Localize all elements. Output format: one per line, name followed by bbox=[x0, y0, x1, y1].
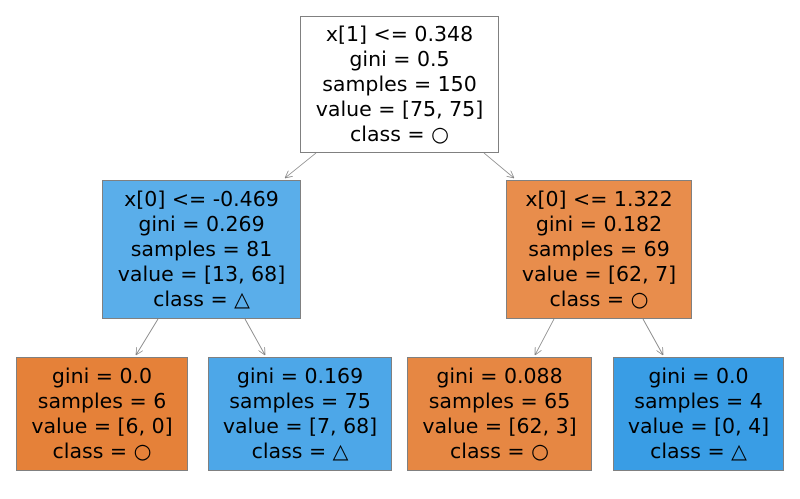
node-value: value = [13, 68] bbox=[117, 262, 286, 286]
edge-left-leftleft bbox=[136, 318, 159, 355]
tree-leaf-left-left: gini = 0.0 samples = 6 value = [6, 0] cl… bbox=[16, 357, 188, 471]
node-class: class = ○ bbox=[52, 439, 152, 463]
node-value: value = [75, 75] bbox=[315, 97, 484, 121]
tree-node-right: x[0] <= 1.322 gini = 0.182 samples = 69 … bbox=[506, 180, 692, 319]
node-samples: samples = 65 bbox=[428, 389, 571, 413]
node-value: value = [62, 3] bbox=[422, 414, 577, 438]
node-split: x[0] <= 1.322 bbox=[525, 187, 673, 211]
node-value: value = [6, 0] bbox=[31, 414, 173, 438]
node-class: class = △ bbox=[650, 439, 747, 463]
node-gini: gini = 0.182 bbox=[535, 212, 663, 236]
tree-leaf-right-right: gini = 0.0 samples = 4 value = [0, 4] cl… bbox=[613, 357, 784, 471]
node-samples: samples = 81 bbox=[130, 237, 273, 261]
node-samples: samples = 150 bbox=[322, 72, 477, 96]
edge-root-right bbox=[483, 152, 514, 178]
node-samples: samples = 69 bbox=[528, 237, 670, 261]
tree-node-root: x[1] <= 0.348 gini = 0.5 samples = 150 v… bbox=[300, 16, 499, 153]
node-class: class = ○ bbox=[549, 287, 649, 311]
node-class: class = ○ bbox=[350, 122, 449, 146]
edge-right-rightright bbox=[642, 318, 663, 355]
node-gini: gini = 0.0 bbox=[648, 364, 749, 388]
node-gini: gini = 0.5 bbox=[349, 47, 450, 71]
node-split: x[1] <= 0.348 bbox=[325, 22, 474, 46]
tree-node-left: x[0] <= -0.469 gini = 0.269 samples = 81… bbox=[102, 180, 301, 319]
node-samples: samples = 75 bbox=[229, 389, 371, 413]
node-class: class = △ bbox=[251, 439, 349, 463]
edge-root-left bbox=[285, 152, 317, 178]
tree-leaf-right-left: gini = 0.088 samples = 65 value = [62, 3… bbox=[407, 357, 592, 471]
node-gini: gini = 0.0 bbox=[51, 364, 153, 388]
node-gini: gini = 0.169 bbox=[236, 364, 364, 388]
node-gini: gini = 0.088 bbox=[436, 364, 563, 388]
node-samples: samples = 4 bbox=[634, 389, 763, 413]
tree-leaf-left-right: gini = 0.169 samples = 75 value = [7, 68… bbox=[208, 357, 392, 471]
edge-right-rightleft bbox=[535, 318, 555, 355]
node-class: class = ○ bbox=[450, 439, 549, 463]
node-split: x[0] <= -0.469 bbox=[124, 187, 279, 211]
node-class: class = △ bbox=[153, 287, 250, 311]
node-value: value = [7, 68] bbox=[222, 414, 378, 438]
node-value: value = [62, 7] bbox=[521, 262, 677, 286]
node-value: value = [0, 4] bbox=[627, 414, 770, 438]
node-gini: gini = 0.269 bbox=[138, 212, 265, 236]
node-samples: samples = 6 bbox=[37, 389, 167, 413]
edge-left-leftright bbox=[244, 318, 265, 355]
